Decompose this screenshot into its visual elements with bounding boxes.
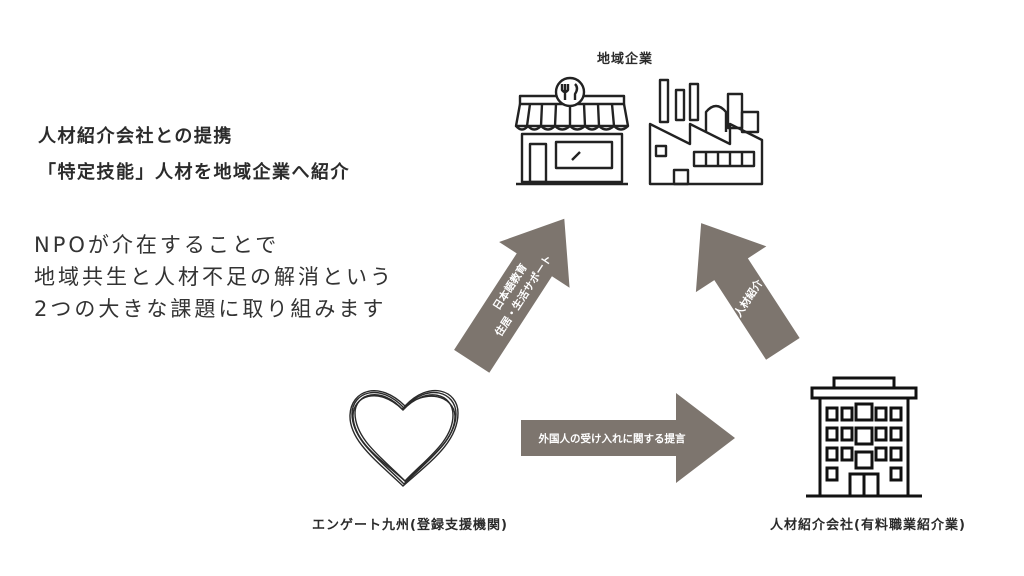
heading-line-2: 「特定技能」人材を地域企業へ紹介	[38, 162, 350, 183]
factory-icon	[648, 78, 764, 186]
arrow-agency-to-company: 人材紹介	[695, 223, 800, 360]
description-line-1: NPOが介在することで	[34, 233, 280, 257]
description-line-2: 地域共生と人材不足の解消という	[34, 265, 394, 289]
description-line-3: 2つの大きな課題に取り組みます	[34, 297, 387, 321]
arrow-npo-to-company: 日本語教育 住居・生活サポート	[454, 218, 570, 373]
office-building-icon	[806, 376, 922, 498]
arrow-npo-to-agency: 外国人の受け入れに関する提言	[521, 393, 735, 483]
heading-line-1: 人材紹介会社との提携	[38, 126, 233, 147]
label-recruitment-agency: 人材紹介会社(有料職業紹介業)	[770, 518, 966, 533]
label-local-company: 地域企業	[596, 52, 653, 67]
shop-icon	[514, 76, 630, 186]
heart-icon	[349, 389, 459, 487]
arrow-label-proposal: 外国人の受け入れに関する提言	[538, 432, 686, 445]
label-npo: エンゲート九州(登録支援機関)	[312, 518, 508, 533]
